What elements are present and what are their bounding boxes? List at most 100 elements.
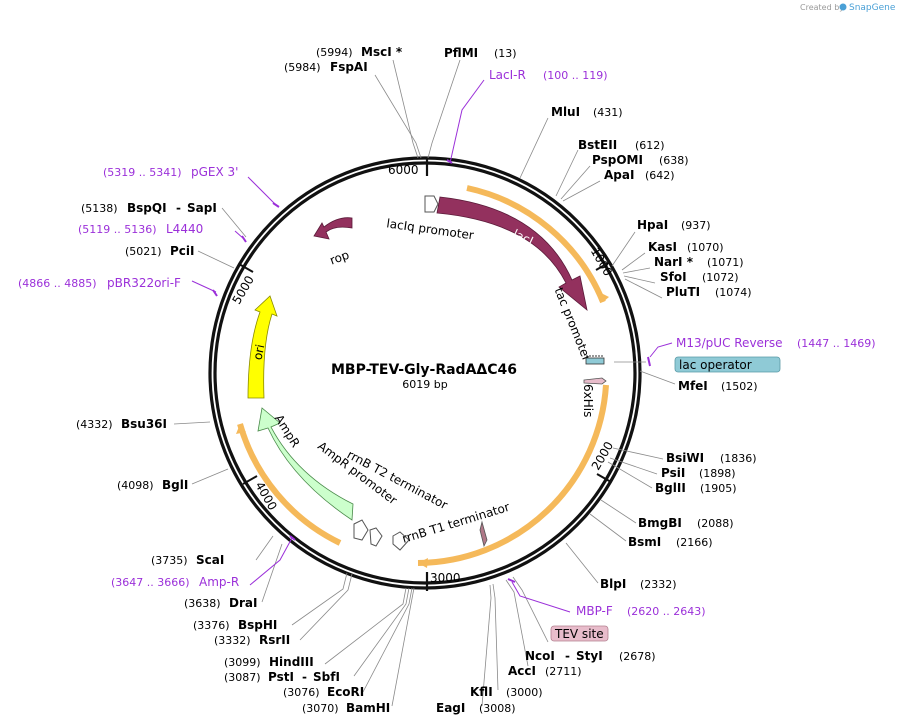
enzyme-drai-pos: (3638): [184, 597, 221, 610]
enzyme-psii-name[interactable]: PsiI: [661, 466, 685, 480]
his-tag-arrow[interactable]: [583, 377, 607, 385]
primer-amp-r-pos: (3647 .. 3666): [111, 576, 190, 589]
enzyme-bglii-pos: (1905): [700, 482, 737, 495]
enzyme-sapi-name[interactable]: SapI: [187, 201, 217, 215]
tev-site-mark[interactable]: [479, 520, 488, 548]
rop-feature-arrow[interactable]: [313, 217, 353, 240]
enzyme-hindiii-pos: (3099): [224, 656, 261, 669]
primer-pgex3-name[interactable]: pGEX 3': [191, 165, 238, 179]
enzyme-nari-name[interactable]: NarI *: [654, 255, 694, 269]
enzyme-msci-pos: (5994): [316, 46, 353, 59]
laci-orf-arrowhead: [599, 292, 609, 302]
ampr-feature-arrow[interactable]: [257, 407, 354, 521]
enzyme-kasi-name[interactable]: KasI: [648, 240, 677, 254]
primer-mbp-f-name[interactable]: MBP-F: [576, 604, 613, 618]
enzyme-ecori-name[interactable]: EcoRI: [327, 685, 364, 699]
tick-mark-5000: [238, 263, 254, 273]
enzyme-styi-name[interactable]: StyI: [576, 649, 603, 663]
mbp-orf-arc: [417, 384, 609, 566]
enzyme-fspai-pos: (5984): [284, 61, 321, 74]
enzyme-bgli-pos: (4098): [117, 479, 154, 492]
enzyme-eagi-pos: (3008): [479, 702, 516, 715]
enzyme-mlui-name[interactable]: MluI: [551, 105, 580, 119]
enzyme-bsteii-name[interactable]: BstEII: [578, 138, 617, 152]
enzyme-drai-name[interactable]: DraI: [229, 596, 257, 610]
enzyme-bspqi-separator: -: [176, 201, 181, 215]
enzyme-bsmi-name[interactable]: BsmI: [628, 535, 661, 549]
primer-laci-r-name[interactable]: LacI-R: [489, 68, 526, 82]
enzyme-hpai-pos: (937): [681, 219, 711, 232]
lac-operator-badge[interactable]: [674, 356, 781, 373]
enzyme-apai-name[interactable]: ApaI: [604, 168, 634, 182]
primer-m13-reverse-name[interactable]: M13/pUC Reverse: [676, 336, 783, 350]
rrnb-t1-terminator-arrow[interactable]: [392, 531, 410, 551]
enzyme-bsu36i-name[interactable]: Bsu36I: [121, 417, 167, 431]
enzyme-ecori-pos: (3076): [283, 686, 320, 699]
backbone-inner: [213, 161, 637, 585]
enzyme-ncoi-separator: -: [565, 649, 570, 663]
ampr-orf-arc: [237, 423, 342, 546]
enzyme-bspqi-name[interactable]: BspQI: [127, 201, 167, 215]
enzyme-bsu36i-pos: (4332): [76, 418, 113, 431]
enzyme-ncoi-name[interactable]: NcoI: [525, 649, 555, 663]
enzyme-bsiwi-pos: (1836): [720, 452, 757, 465]
enzyme-hpai-name[interactable]: HpaI: [637, 218, 668, 232]
laciq-promoter-arrow[interactable]: [424, 195, 439, 213]
enzyme-sfoi-pos: (1072): [702, 271, 739, 284]
enzyme-bglii-name[interactable]: BglII: [655, 481, 686, 495]
primer-amp-r-name[interactable]: Amp-R: [199, 575, 239, 589]
enzyme-msci-name[interactable]: MscI *: [361, 45, 403, 59]
rop-label: rop: [328, 248, 351, 268]
enzyme-pluti-name[interactable]: PluTI: [666, 285, 700, 299]
lac-operator-mark[interactable]: [585, 357, 605, 365]
primer-l4440-name[interactable]: L4440: [166, 222, 203, 236]
plasmid-length: 6019 bp: [402, 378, 447, 391]
credit-brand: SnapGene: [849, 3, 896, 13]
enzyme-bamhi-pos: (3070): [302, 702, 339, 715]
enzyme-bamhi-name[interactable]: BamHI: [346, 701, 390, 715]
enzyme-blpi-pos: (2332): [640, 578, 677, 591]
enzyme-sfoi-name[interactable]: SfoI: [660, 270, 687, 284]
rrnb-t2-terminator-arrow[interactable]: [369, 527, 383, 547]
enzyme-bsphi-name[interactable]: BspHI: [238, 618, 277, 632]
lac-operator-label: lac operator: [679, 358, 752, 372]
enzyme-acci-name[interactable]: AccI: [508, 664, 536, 678]
enzyme-bsmi-pos: (2166): [676, 536, 713, 549]
enzyme-pflmi-name[interactable]: PflMI: [444, 46, 478, 60]
mbp-orf-arrowhead: [418, 558, 428, 568]
enzyme-bmgbi-pos: (2088): [697, 517, 734, 530]
enzyme-pcii-name[interactable]: PciI: [170, 244, 195, 258]
enzyme-acci-pos: (2711): [545, 665, 582, 678]
enzyme-nari-pos: (1071): [707, 256, 744, 269]
tev-site-badge[interactable]: [550, 625, 609, 642]
enzyme-hindiii-name[interactable]: HindIII: [269, 655, 314, 669]
credit-prefix: Created by: [800, 3, 844, 12]
enzyme-fspai-name[interactable]: FspAI: [330, 60, 368, 74]
primer-m13-reverse-pos: (1447 .. 1469): [797, 337, 876, 350]
enzyme-rsrii-name[interactable]: RsrII: [259, 633, 290, 647]
enzyme-ncoi-styi-pos: (2678): [619, 650, 656, 663]
enzyme-psti-sbfi-pos: (3087): [224, 671, 261, 684]
ori-feature-arrow[interactable]: [247, 295, 278, 399]
enzyme-pspomi-pos: (638): [659, 154, 689, 167]
enzyme-mfei-name[interactable]: MfeI: [678, 379, 708, 393]
ampr-promoter-arrow[interactable]: [353, 519, 369, 541]
enzyme-pspomi-name[interactable]: PspOMI: [592, 153, 643, 167]
tick-mark-2000: [596, 473, 612, 483]
laci-orf-arc: [466, 185, 606, 304]
enzyme-eagi-name[interactable]: EagI: [436, 701, 465, 715]
enzyme-bsiwi-name[interactable]: BsiWI: [666, 451, 704, 465]
enzyme-pcii-pos: (5021): [125, 245, 162, 258]
enzyme-bgli-name[interactable]: BglI: [162, 478, 188, 492]
tick-mark-1000: [595, 261, 611, 271]
enzyme-sbfi-name[interactable]: SbfI: [313, 670, 340, 684]
enzyme-bmgbi-name[interactable]: BmgBI: [638, 516, 682, 530]
enzyme-scai-name[interactable]: ScaI: [196, 553, 224, 567]
primer-pbr322ori-f-name[interactable]: pBR322ori-F: [107, 276, 181, 290]
enzyme-psti-name[interactable]: PstI: [268, 670, 294, 684]
enzyme-blpi-name[interactable]: BlpI: [600, 577, 626, 591]
laci-feature-arrow[interactable]: [436, 196, 588, 312]
enzyme-bspqi-sapi-pos: (5138): [81, 202, 118, 215]
enzyme-kfli-name[interactable]: KflI: [470, 685, 493, 699]
